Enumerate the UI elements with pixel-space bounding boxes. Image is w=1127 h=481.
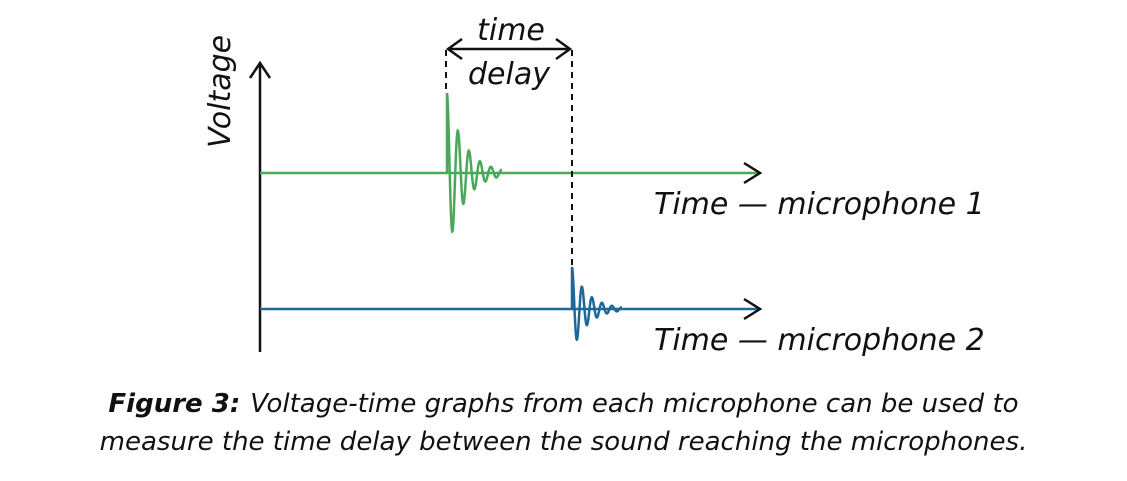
voltage-axis-arrowhead <box>248 60 272 79</box>
microphone-2-label: Time — microphone 2 <box>654 323 985 358</box>
caption-line-2: measure the time delay between the sound… <box>99 427 1028 457</box>
time-delay-label-line1: time <box>477 13 545 48</box>
figure-label: Figure 3: <box>108 389 241 419</box>
microphone-1-signal <box>445 92 503 234</box>
microphone-2-signal <box>570 266 623 342</box>
time-delay-arrowhead-right <box>555 37 573 61</box>
time-delay-arrowhead-left <box>445 37 463 61</box>
figure-caption: Figure 3: Voltage-time graphs from each m… <box>0 385 1127 461</box>
microphone-1-arrowhead <box>743 161 763 185</box>
y-axis-label: Voltage <box>203 35 238 148</box>
microphone-1-label: Time — microphone 1 <box>654 187 985 222</box>
microphone-2-arrowhead <box>743 297 763 321</box>
time-delay-label-line2: delay <box>468 57 551 92</box>
caption-text-1: Voltage-time graphs from each microphone… <box>250 389 1019 419</box>
caption-line-1: Figure 3: Voltage-time graphs from each m… <box>0 385 1127 423</box>
